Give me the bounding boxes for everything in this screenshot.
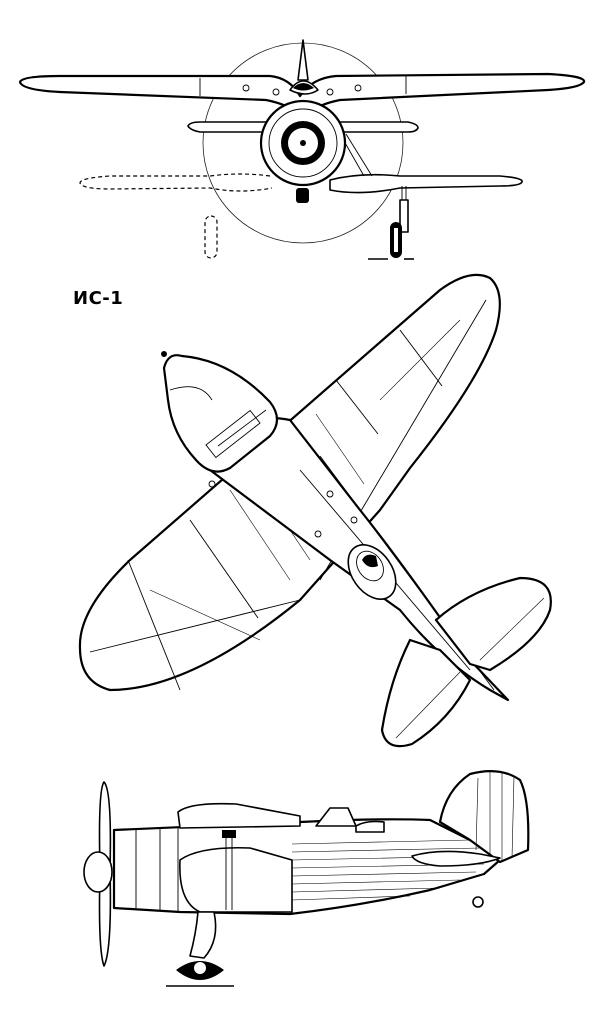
stabilizer-left bbox=[380, 638, 472, 748]
canopy-side bbox=[315, 807, 357, 827]
lower-wing-gull bbox=[329, 173, 523, 194]
stabilizer-right bbox=[434, 576, 552, 672]
tail-wheel-side bbox=[472, 896, 484, 908]
lower-wing-retracted-outline bbox=[79, 173, 273, 192]
aircraft-designation-label: ИС-1 bbox=[73, 288, 124, 309]
lower-wing-right bbox=[339, 121, 419, 133]
engine-nose-plan bbox=[162, 354, 279, 473]
lower-wing-side bbox=[179, 846, 293, 913]
cockpit-plan bbox=[347, 544, 397, 600]
vertical-fin bbox=[297, 39, 309, 81]
upper-wing bbox=[18, 72, 586, 114]
upper-wing-side bbox=[177, 802, 301, 829]
spinner-side bbox=[83, 851, 113, 893]
wheel-retracted-outline bbox=[204, 215, 218, 259]
tail-wheel bbox=[296, 188, 309, 203]
stabilizer-side bbox=[411, 850, 501, 867]
vertical-tail-side bbox=[438, 769, 530, 864]
